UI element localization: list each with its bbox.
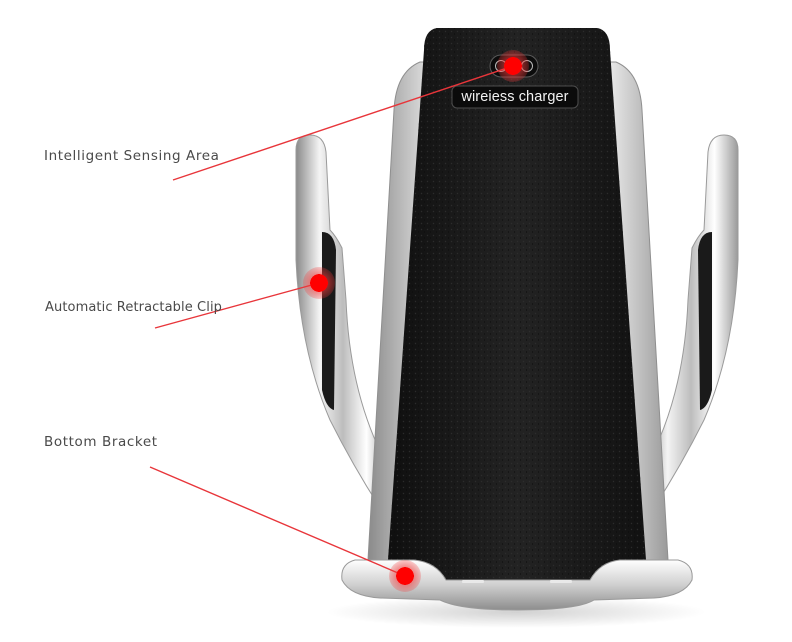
- right-retractable-clip: [643, 134, 739, 522]
- leader-line-bracket: [149, 466, 406, 577]
- callout-leader-lines: [149, 65, 514, 577]
- ground-shadow: [326, 596, 706, 628]
- leather-pad: [388, 28, 646, 580]
- bracket-marker-dot: [389, 560, 421, 592]
- leader-line-clip: [154, 282, 320, 329]
- badge-label: wireiess charger: [461, 89, 569, 105]
- callout-label-retractable-clip: Automatic Retractable Clip: [45, 300, 223, 315]
- leader-line-sensing: [172, 65, 514, 181]
- callout-label-sensing-area: Intelligent Sensing Area: [44, 148, 220, 164]
- sensing-area-marker-dot: [497, 50, 529, 82]
- callout-dots: [303, 50, 529, 592]
- clip-marker-dot: [303, 267, 335, 299]
- bottom-bracket: [341, 559, 693, 611]
- wireless-charger-badge: [451, 85, 579, 109]
- callout-label-bottom-bracket: Bottom Bracket: [44, 434, 158, 450]
